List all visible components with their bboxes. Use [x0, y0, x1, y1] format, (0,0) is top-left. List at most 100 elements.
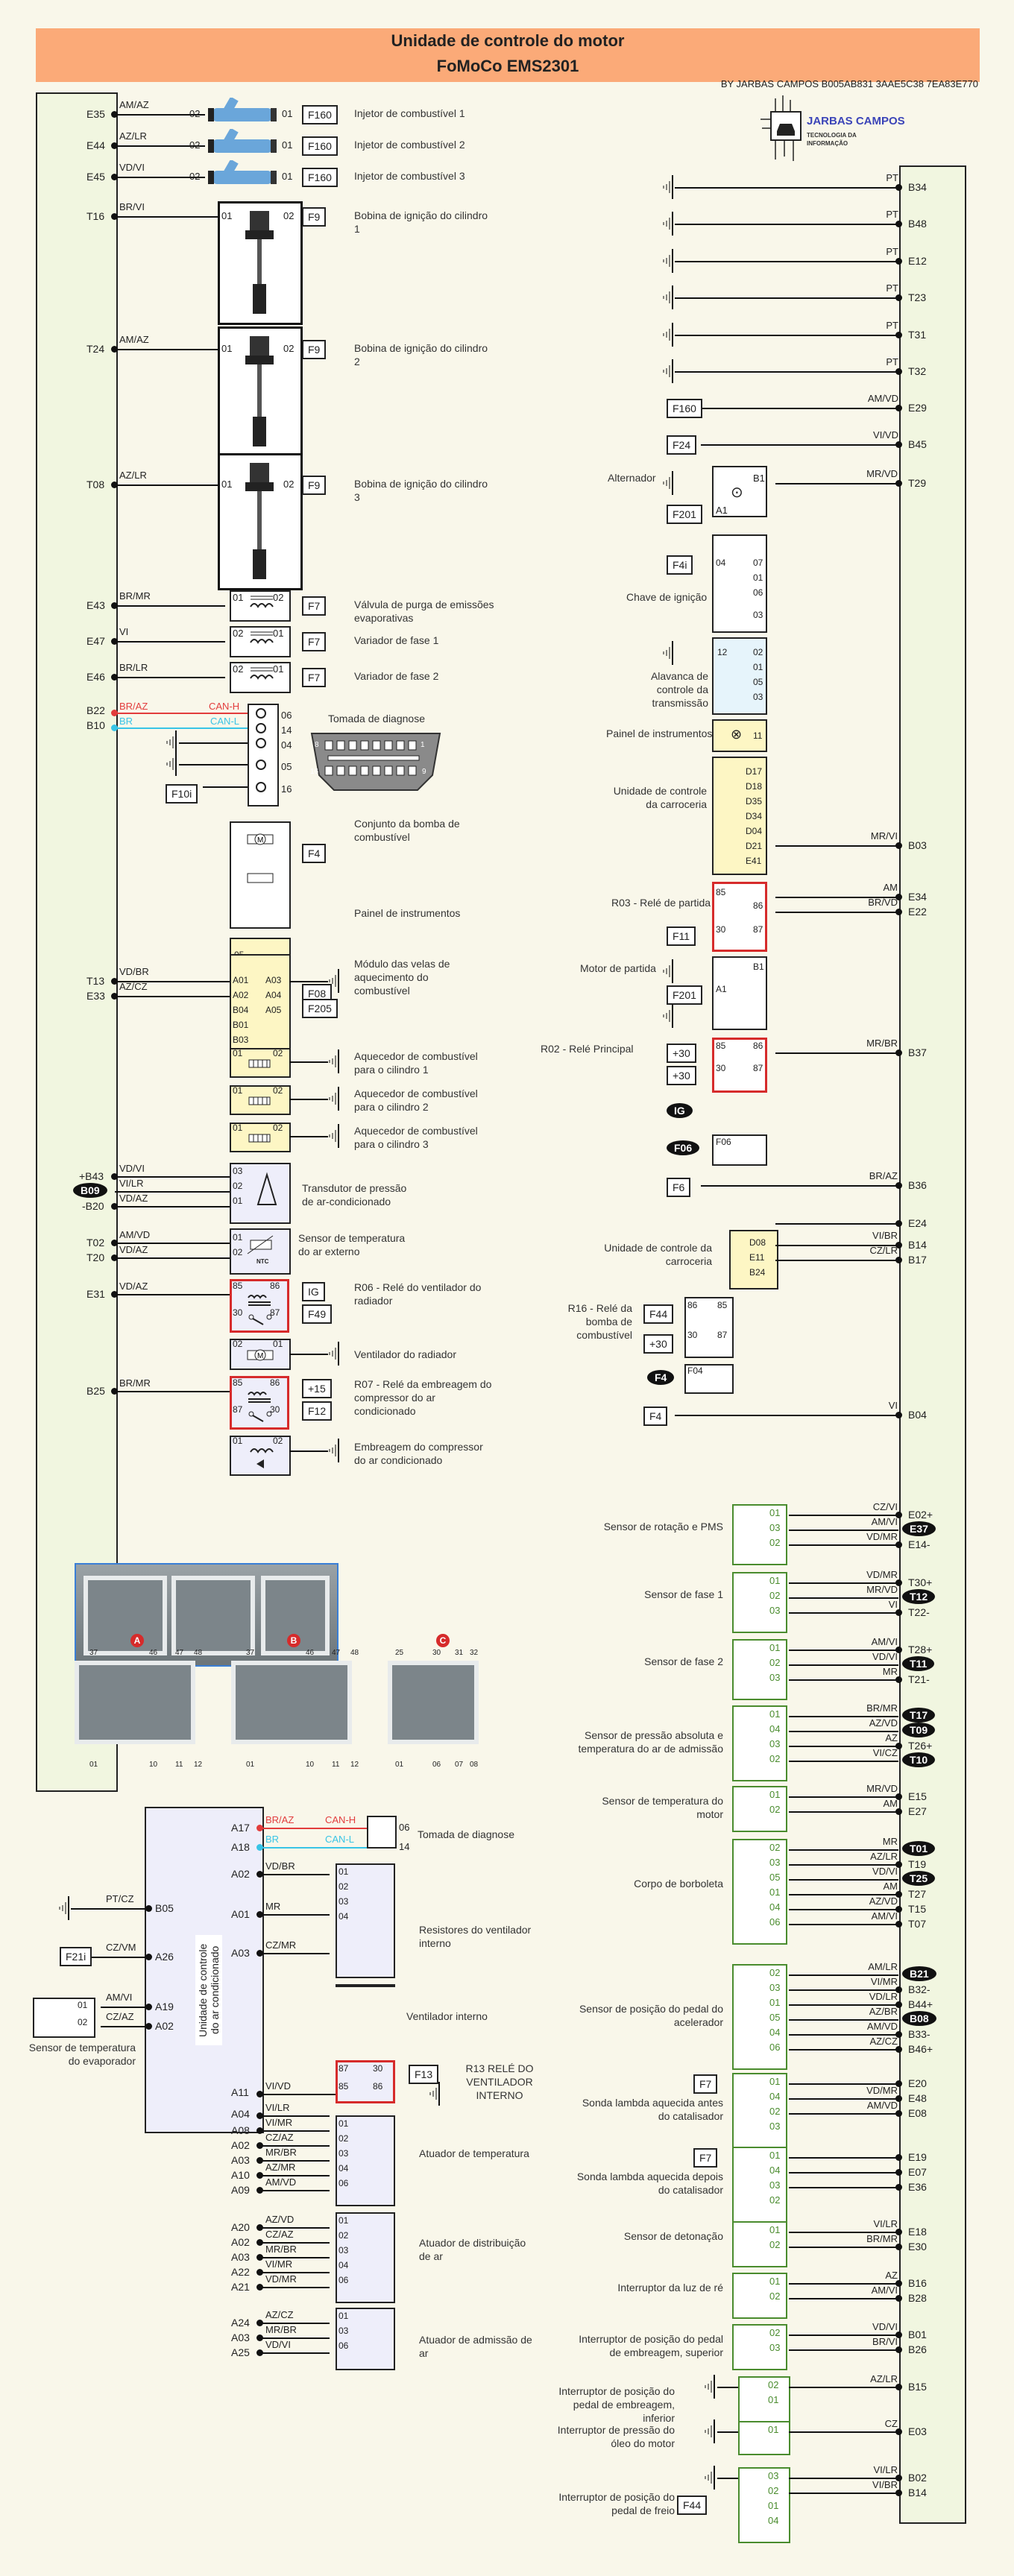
wire[interactable]: [789, 2247, 898, 2248]
wire[interactable]: [289, 1450, 328, 1452]
wire[interactable]: [789, 1664, 898, 1666]
fuse-box[interactable]: F160: [302, 168, 338, 187]
wire[interactable]: [71, 1908, 145, 1910]
fuse-box[interactable]: F44: [677, 2496, 708, 2515]
fuse-box[interactable]: F12: [302, 1401, 333, 1421]
wire[interactable]: [717, 2478, 738, 2479]
wire[interactable]: [115, 177, 205, 178]
wire[interactable]: [115, 1391, 230, 1392]
wire[interactable]: [789, 2113, 898, 2115]
fuse-box[interactable]: F7: [302, 632, 327, 651]
wire[interactable]: [789, 1849, 898, 1851]
fuse-box[interactable]: F9: [302, 207, 327, 227]
fuse-box[interactable]: F10i: [166, 784, 198, 804]
wire[interactable]: [289, 1136, 328, 1137]
fuse-box[interactable]: +30: [667, 1044, 696, 1063]
wire[interactable]: [789, 1879, 898, 1881]
wire[interactable]: [262, 2352, 330, 2354]
fuse-box[interactable]: F160: [302, 105, 338, 124]
fuse-box[interactable]: F160: [302, 136, 338, 156]
wire[interactable]: [789, 2298, 898, 2299]
can-l-wire[interactable]: [115, 727, 248, 729]
wire[interactable]: [789, 2049, 898, 2051]
fuse-box[interactable]: F205: [302, 999, 338, 1018]
wire[interactable]: [115, 1294, 230, 1295]
wire[interactable]: [789, 1582, 898, 1584]
wire[interactable]: [775, 1415, 898, 1416]
fuse-box[interactable]: F7: [693, 2148, 718, 2168]
wire[interactable]: [789, 2034, 898, 2036]
wire[interactable]: [789, 1612, 898, 1614]
wire[interactable]: [717, 2387, 738, 2388]
wire[interactable]: [789, 1746, 898, 1747]
fuse-box[interactable]: F7: [302, 596, 327, 616]
fuse-box[interactable]: F9: [302, 340, 327, 359]
wire[interactable]: [789, 2478, 898, 2479]
wire[interactable]: [262, 2272, 330, 2273]
fuse-box[interactable]: IG: [302, 1282, 325, 1301]
wire[interactable]: [789, 1909, 898, 1910]
wire[interactable]: [789, 1679, 898, 1681]
wire[interactable]: [789, 2083, 898, 2085]
wire[interactable]: [289, 1099, 328, 1100]
wire[interactable]: [775, 1052, 898, 1054]
wire[interactable]: [115, 216, 218, 218]
wire[interactable]: [789, 2431, 898, 2433]
wire[interactable]: [717, 2431, 738, 2433]
wire[interactable]: [289, 1354, 328, 1355]
fuse-box[interactable]: +30: [667, 1066, 696, 1085]
fuse-box[interactable]: F11: [667, 926, 696, 946]
wire[interactable]: [675, 297, 898, 299]
wire[interactable]: [789, 1530, 898, 1531]
wire[interactable]: [179, 764, 248, 765]
wire[interactable]: [262, 2287, 330, 2288]
wire[interactable]: [262, 2160, 330, 2162]
wire[interactable]: [262, 2190, 330, 2191]
wire[interactable]: [775, 483, 898, 484]
wire[interactable]: [115, 605, 225, 607]
wire[interactable]: [789, 2283, 898, 2285]
fuse-box[interactable]: F7: [302, 668, 327, 687]
wire[interactable]: [789, 1731, 898, 1732]
can-wire[interactable]: [262, 1828, 367, 1829]
wire[interactable]: [789, 2157, 898, 2159]
wire[interactable]: [115, 349, 218, 350]
fuse-box[interactable]: F49: [302, 1304, 333, 1324]
wire[interactable]: [203, 786, 248, 788]
wire[interactable]: [115, 981, 230, 982]
wire[interactable]: [115, 484, 218, 486]
wire[interactable]: [115, 1257, 230, 1259]
wire[interactable]: [675, 371, 898, 373]
wire[interactable]: [115, 1191, 230, 1193]
wire[interactable]: [262, 2257, 330, 2258]
wire[interactable]: [262, 2175, 330, 2176]
wire[interactable]: [262, 1914, 330, 1916]
wire[interactable]: [115, 114, 205, 116]
wire[interactable]: [775, 1245, 898, 1246]
wire[interactable]: [115, 641, 225, 643]
fuse-box[interactable]: F44: [643, 1304, 674, 1324]
wire[interactable]: [775, 1223, 898, 1225]
wire[interactable]: [789, 1515, 898, 1516]
wire[interactable]: [262, 2145, 330, 2147]
fuse-box[interactable]: F4: [643, 1407, 668, 1426]
wire[interactable]: [789, 1894, 898, 1895]
wire[interactable]: [675, 1415, 775, 1416]
wire[interactable]: [115, 145, 205, 147]
wire[interactable]: [262, 2337, 330, 2339]
wire[interactable]: [775, 845, 898, 847]
wire[interactable]: [101, 2007, 145, 2008]
fuse-box[interactable]: F6: [667, 1178, 691, 1197]
wire[interactable]: [789, 2187, 898, 2188]
wire[interactable]: [71, 1957, 145, 1958]
wire[interactable]: [179, 742, 248, 744]
wire[interactable]: [789, 1716, 898, 1717]
wire[interactable]: [789, 2334, 898, 2336]
wire[interactable]: [789, 2019, 898, 2021]
wire[interactable]: [262, 2323, 330, 2324]
wire[interactable]: [789, 2387, 898, 2388]
wire[interactable]: [789, 2004, 898, 2006]
wire[interactable]: [789, 1924, 898, 1925]
fuse-box[interactable]: +30: [643, 1334, 673, 1354]
wire[interactable]: [789, 1796, 898, 1798]
